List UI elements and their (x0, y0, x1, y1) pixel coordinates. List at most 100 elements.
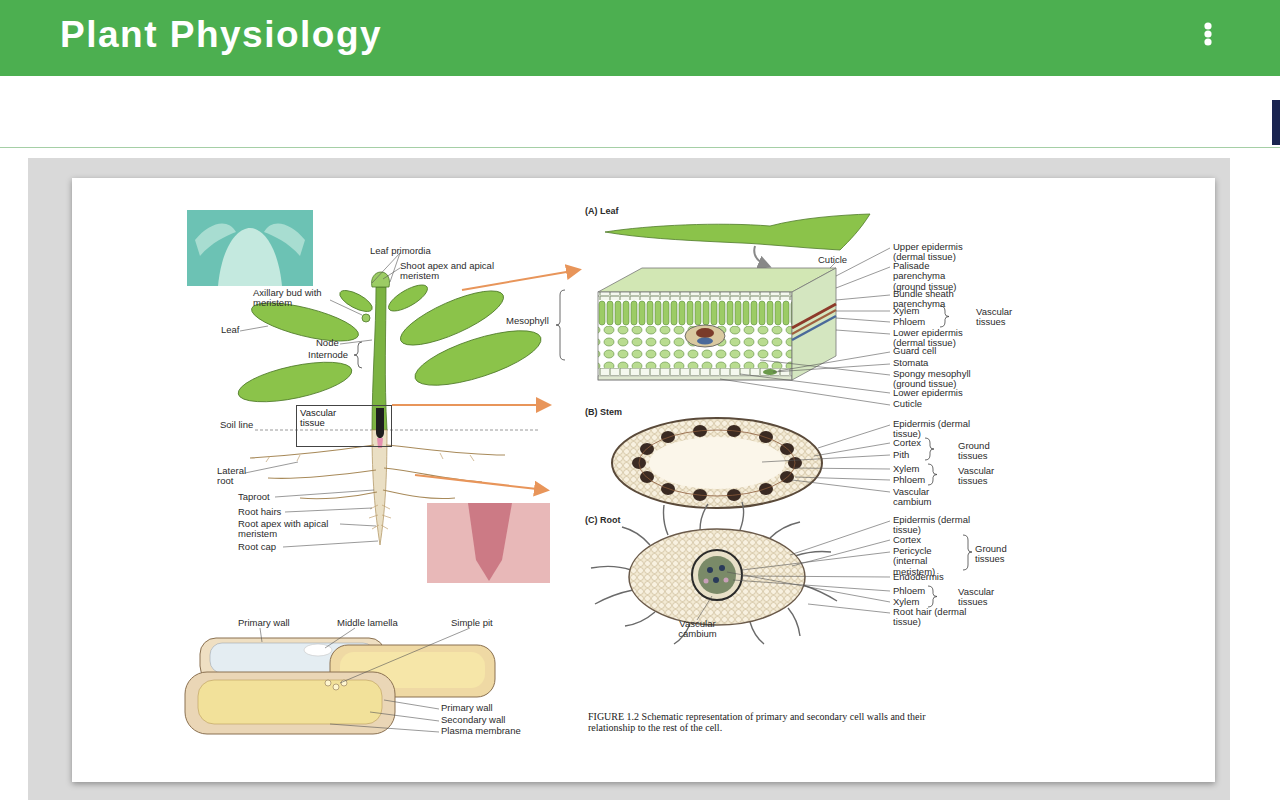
part-label: Cuticle (818, 255, 847, 265)
part-label: Lateral root (217, 466, 262, 487)
leaf-block-side (792, 268, 836, 380)
leaf-drawing (605, 214, 870, 250)
vascular-core (376, 408, 384, 438)
endodermis-ring (692, 550, 742, 600)
phloem-strand (697, 338, 713, 345)
part-label: Secondary wall (441, 715, 505, 725)
menu-dot (1204, 22, 1211, 29)
bracket (925, 438, 934, 460)
axillary-bud (362, 314, 370, 322)
leader-line (260, 628, 470, 732)
soil-line (255, 430, 540, 431)
vascular-bundle (685, 325, 725, 347)
part-label: Lower epidermis (893, 388, 963, 398)
inset-box: Vascular tissue (296, 405, 392, 447)
leaf-blade (385, 280, 431, 316)
pith (649, 437, 785, 489)
zoom-arrow (754, 246, 768, 266)
part-label: (A) Leaf (585, 207, 619, 217)
palisade-layer (598, 300, 792, 326)
part-label: Pith (893, 450, 909, 460)
part-label: Xylem (893, 464, 919, 474)
bundle-ring (632, 425, 802, 501)
pit (325, 680, 331, 686)
spongy-layer (598, 326, 792, 368)
pointer-arrow (415, 475, 546, 490)
primordium (264, 224, 305, 256)
part-label: Upper epidermis (dermal tissue) (893, 242, 988, 263)
part-label: Guard cell (893, 346, 936, 356)
bracket (354, 342, 362, 368)
pointer-arrow (392, 404, 548, 406)
pit (341, 680, 347, 686)
part-label: Shoot apex and apical meristem (400, 261, 510, 282)
leader-lines (240, 248, 890, 732)
part-label: Xylem (893, 306, 919, 316)
bracket (963, 535, 972, 570)
part-label: Epidermis (dermal tissue) (893, 419, 973, 440)
part-label: Palisade parenchyma (ground tissue) (893, 261, 973, 292)
cambium-ring (639, 430, 795, 496)
bracket (928, 464, 937, 485)
leaf-blade (235, 354, 355, 409)
part-label: Cortex (893, 535, 921, 545)
part-label: Root apex with apical meristem (238, 519, 348, 540)
part-label: Vascular tissues (976, 307, 1026, 328)
part-label: Root cap (238, 542, 276, 552)
part-label: Cortex (893, 438, 921, 448)
leader-line (240, 253, 400, 547)
xylem-strand (792, 304, 836, 328)
part-label: Internode (308, 350, 348, 360)
bracket (556, 290, 565, 360)
part-label: Leaf (221, 325, 240, 335)
part-label: Ground tissues (958, 441, 1008, 462)
part-label: Phloem (893, 317, 925, 327)
part-label: Phloem (893, 586, 925, 596)
part-label: Stomata (893, 358, 928, 368)
part-label: Vascular tissues (958, 466, 1008, 487)
apex-dome (218, 228, 282, 286)
root-tip-core (468, 503, 512, 581)
leaf-blade (337, 286, 375, 315)
leader-line (697, 521, 890, 620)
part-label: Phloem (893, 475, 925, 485)
edge-sliver (1272, 100, 1280, 145)
part-label: (C) Root (585, 516, 621, 526)
leader-line (762, 425, 890, 492)
part-label: Endodermis (893, 572, 944, 582)
part-label: Axillary bud with meristem (253, 288, 353, 309)
stem-section (612, 418, 822, 508)
part-label: Cuticle (893, 399, 922, 409)
figure-caption: FIGURE 1.2 Schematic representation of p… (588, 712, 953, 734)
part-label: Xylem (893, 597, 919, 607)
pointer-arrow (462, 270, 578, 290)
leader-line (720, 248, 890, 405)
root-section (629, 529, 805, 625)
part-label: Node (316, 338, 339, 348)
pit (333, 684, 339, 690)
part-label: Root hairs (238, 507, 281, 517)
lateral-roots (250, 445, 505, 499)
part-label: Taproot (238, 492, 270, 502)
phloem-cell (724, 578, 729, 583)
part-label: Vascular cambium (893, 487, 958, 508)
phloem-cell (704, 579, 709, 584)
xylem-strand (696, 328, 714, 338)
part-label: Spongy mesophyll (ground tissue) (893, 369, 988, 390)
part-label: Mesophyll (506, 316, 549, 326)
part-label: (B) Stem (585, 408, 622, 418)
toolbar-strip (0, 76, 1280, 148)
part-label: Vascular tissues (958, 587, 1008, 608)
bracket (928, 586, 937, 607)
stele (698, 556, 736, 594)
part-label: Vascular cambium (665, 619, 730, 640)
lower-epidermis (598, 368, 792, 376)
part-label: Leaf primordia (370, 246, 431, 256)
part-label: Ground tissues (975, 544, 1025, 565)
part-label: Primary wall (238, 618, 290, 628)
primordium (195, 224, 236, 256)
part-label: Soil line (220, 420, 253, 430)
box-text: Vascular tissue (300, 408, 352, 428)
cell-wall (185, 672, 395, 734)
